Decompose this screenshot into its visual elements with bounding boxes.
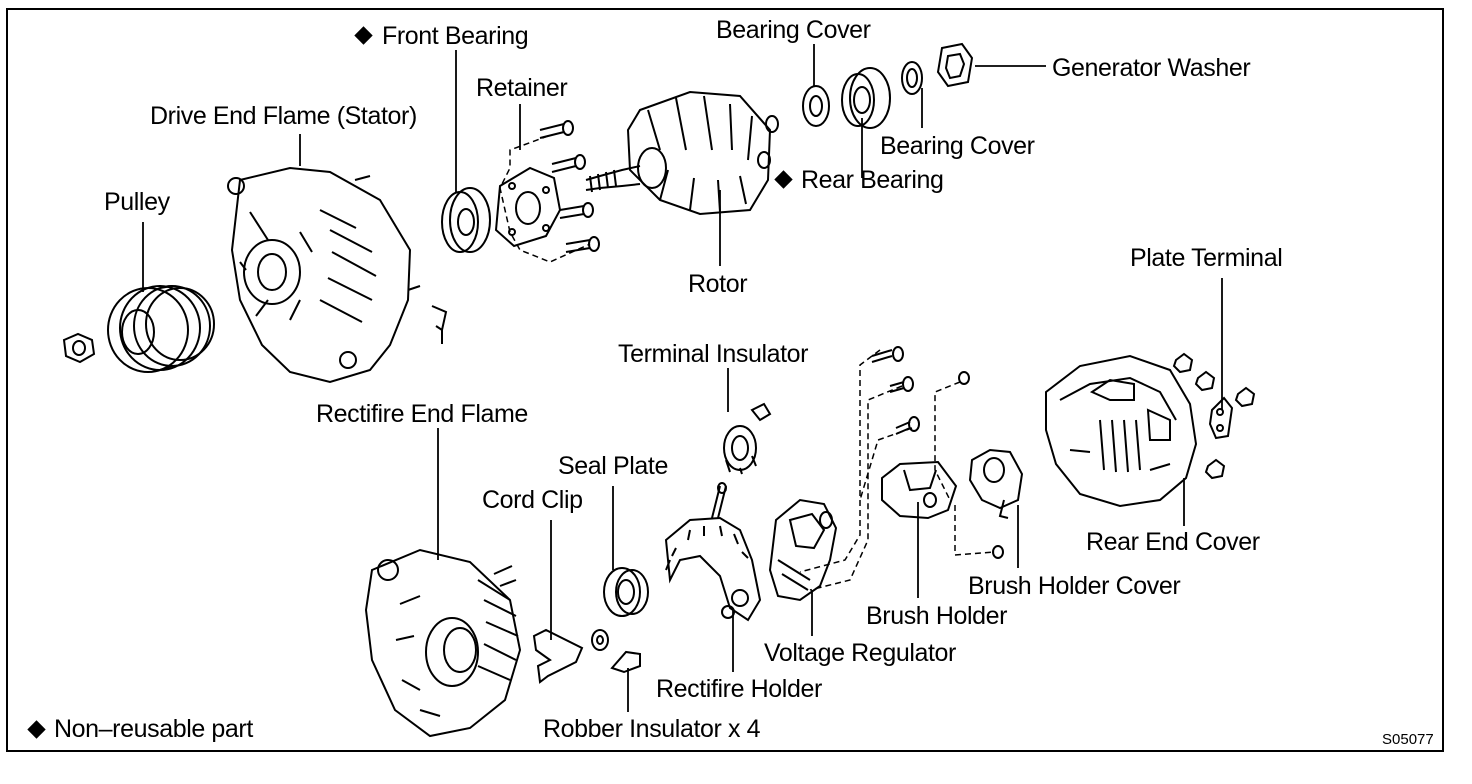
cord-clip-part [532, 628, 584, 684]
label-retainer: Retainer [476, 74, 568, 102]
label-bearing-cover-top: Bearing Cover [716, 16, 871, 44]
label-plate-terminal: Plate Terminal [1130, 244, 1283, 272]
regulator-screws [871, 346, 1004, 559]
retainer-part [494, 166, 562, 248]
label-front-bearing: Front Bearing [382, 22, 529, 50]
bearing-cover-part [802, 85, 830, 127]
figure-code: S05077 [1382, 731, 1434, 748]
pulley-nut [62, 332, 96, 364]
generator-washer-part [936, 42, 974, 88]
diagram-frame [6, 8, 1444, 752]
drive-end-frame-part [227, 166, 448, 384]
terminal-insulator-part [723, 402, 772, 475]
leader-lines [142, 44, 1223, 712]
label-rotor: Rotor [688, 270, 748, 298]
rear-end-cover-part [1045, 354, 1198, 508]
label-brush-holder: Brush Holder [866, 602, 1008, 630]
rotor-part [585, 90, 779, 216]
bearing-cover-small-part [901, 61, 923, 95]
label-rear-end-cover: Rear End Cover [1086, 528, 1260, 556]
label-drive-end-frame: Drive End Flame (Stator) [150, 102, 417, 130]
plate-terminal-part [1172, 352, 1256, 480]
seal-plate-part [603, 567, 649, 617]
rear-bearing-part [841, 67, 891, 129]
brush-holder-cover-part [968, 448, 1024, 519]
voltage-regulator-part [768, 498, 838, 602]
label-brush-holder-cover: Brush Holder Cover [968, 572, 1181, 600]
brush-holder-part [881, 460, 958, 520]
pulley-part [107, 285, 215, 373]
label-rectifier-end-frame: Rectifire End Flame [316, 400, 528, 428]
rectifier-holder-part [664, 482, 762, 622]
label-voltage-regulator: Voltage Regulator [764, 639, 956, 667]
retainer-screws [539, 120, 600, 253]
rectifier-end-frame-part [364, 548, 522, 738]
front-bearing-part [441, 187, 491, 253]
rubber-insulator-part [610, 650, 641, 674]
label-pulley: Pulley [104, 188, 170, 216]
label-seal-plate: Seal Plate [558, 452, 668, 480]
label-terminal-insulator: Terminal Insulator [618, 340, 809, 368]
label-rear-bearing: Rear Bearing [801, 166, 944, 194]
label-generator-washer: Generator Washer [1052, 54, 1251, 82]
label-rubber-insulator: Robber Insulator x 4 [543, 715, 761, 743]
cord-clip-nut [591, 629, 609, 651]
label-rectifier-holder: Rectifire Holder [656, 675, 822, 703]
legend-text: Non–reusable part [54, 715, 253, 743]
label-bearing-cover-right: Bearing Cover [880, 132, 1035, 160]
label-cord-clip: Cord Clip [482, 486, 583, 514]
